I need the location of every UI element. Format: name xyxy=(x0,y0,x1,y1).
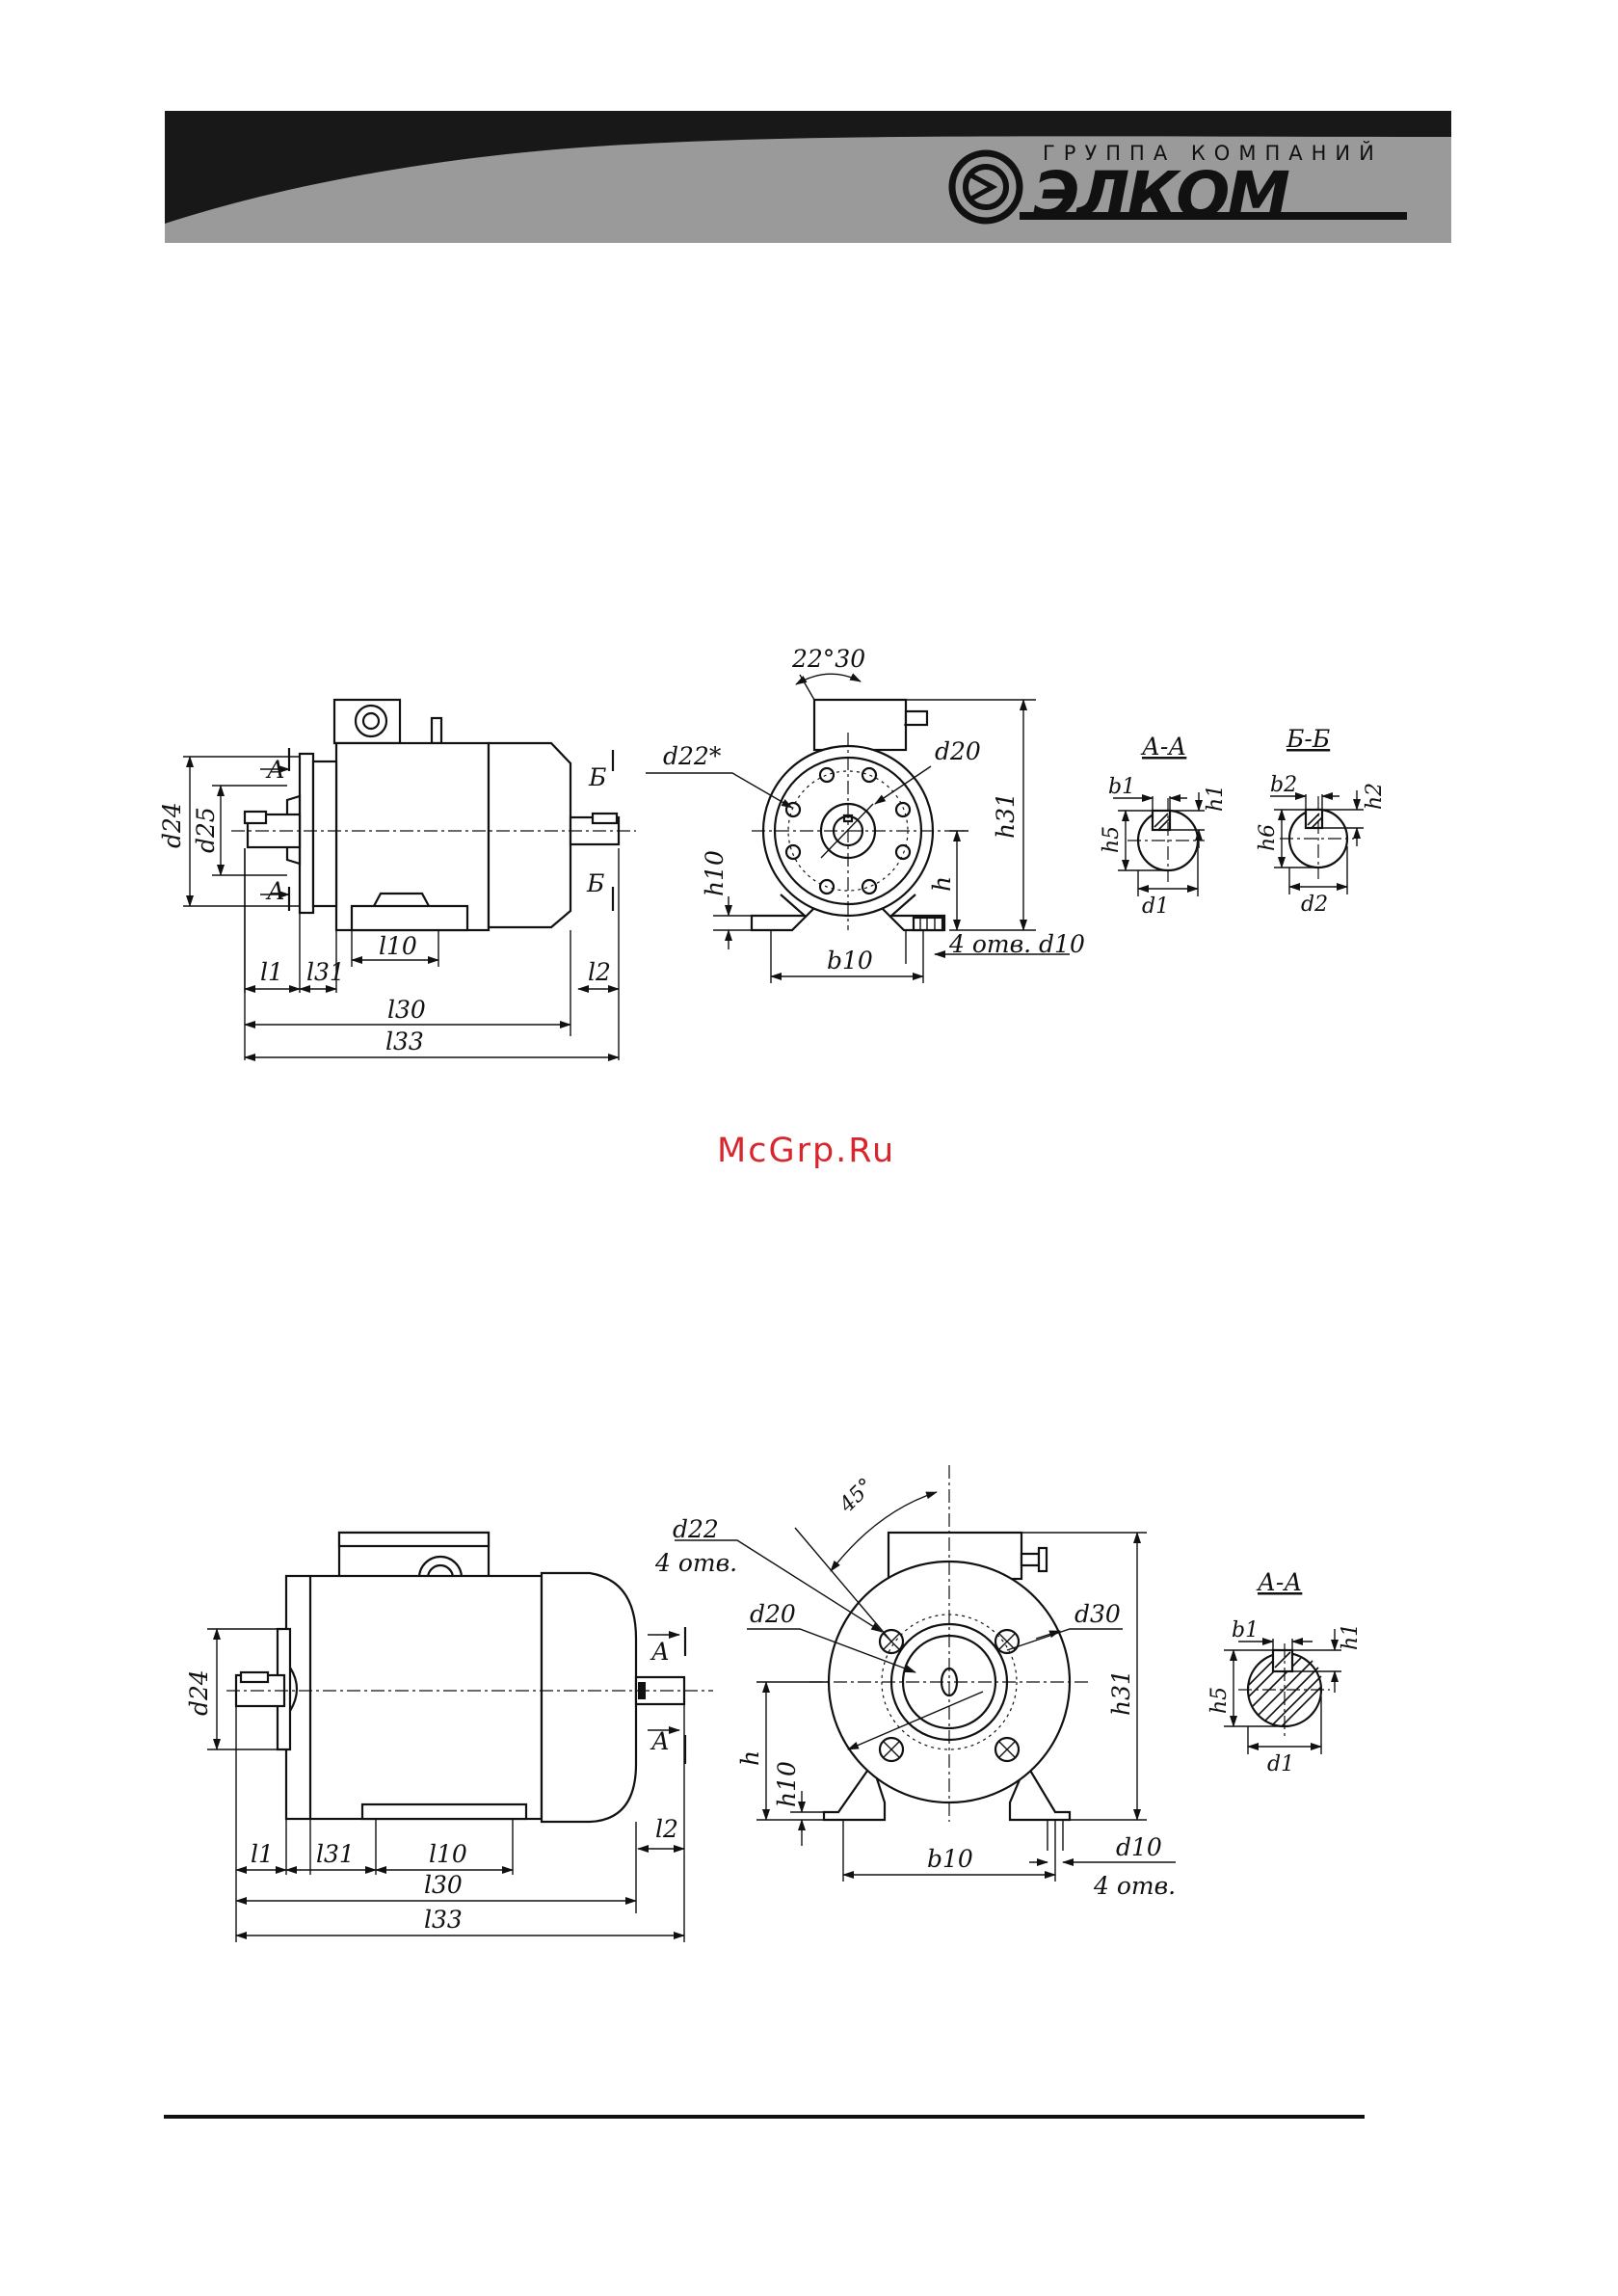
dim-h5-2: h5 xyxy=(1207,1687,1232,1714)
dim-l2: l2 xyxy=(588,958,611,986)
dim-angle: 22°30 xyxy=(791,645,865,673)
dim-l33-2: l33 xyxy=(424,1906,463,1934)
dim-b10: b10 xyxy=(827,947,873,974)
dim-h: h xyxy=(928,876,956,892)
dim-h1-2: h1 xyxy=(1339,1623,1363,1650)
drawing-2-front-view: 45° d22 4 отв. d20 d30 h31 h h10 b10 xyxy=(654,1465,1176,1900)
dim-d1-2: d1 xyxy=(1267,1752,1294,1776)
dim-b1-2: b1 xyxy=(1232,1618,1259,1642)
dim-h-2: h xyxy=(736,1750,764,1766)
section-mark-a-top: А xyxy=(265,756,285,784)
dim-l31: l31 xyxy=(306,958,345,986)
section-bb-title: Б-Б xyxy=(1286,725,1330,753)
section-aa-title: А-А xyxy=(1140,733,1186,761)
dim-h10: h10 xyxy=(701,850,729,896)
dim-l30: l30 xyxy=(387,996,426,1024)
dim-d30: d30 xyxy=(1074,1600,1121,1628)
dim-h31-2: h31 xyxy=(1107,1669,1135,1716)
dim-d10-2: d10 xyxy=(1116,1833,1162,1861)
drawing-2-side-view: А А d24 l1 l31 l10 l2 l30 l33 xyxy=(185,1533,713,1942)
dim-d1: d1 xyxy=(1142,894,1169,919)
dim-d22-holes: 4 отв. xyxy=(654,1549,737,1577)
dim-d24-2: d24 xyxy=(185,1669,213,1716)
dim-l10: l10 xyxy=(379,932,417,960)
dim-h6: h6 xyxy=(1256,824,1280,851)
dim-d20-2: d20 xyxy=(750,1600,796,1628)
dim-d10-holes: 4 отв. xyxy=(1093,1872,1176,1900)
dim-d22: d22* xyxy=(663,742,722,770)
dim-l33: l33 xyxy=(385,1028,424,1055)
dim-h10-2: h10 xyxy=(773,1761,801,1807)
dim-h31: h31 xyxy=(992,792,1020,839)
section-mark-a-bottom-2: А xyxy=(650,1727,670,1755)
drawing-1-side-view: А А Б Б d24 d25 l10 l1 l31 l2 l30 l33 xyxy=(158,700,636,1060)
section-mark-b-bottom: Б xyxy=(586,869,604,897)
dim-l1-2: l1 xyxy=(251,1840,274,1868)
company-brand-name: ЭЛКОМ xyxy=(1033,158,1289,232)
dim-d20: d20 xyxy=(935,737,981,765)
dim-l1: l1 xyxy=(260,958,283,986)
dim-l30-2: l30 xyxy=(424,1871,463,1899)
drawing-2-section-aa: А-А h5 d1 b1 h1 xyxy=(1207,1568,1363,1776)
dim-l2-2: l2 xyxy=(655,1815,678,1843)
section-mark-b-top: Б xyxy=(588,763,606,791)
dim-l31-2: l31 xyxy=(316,1840,355,1868)
dim-h2: h2 xyxy=(1363,783,1387,810)
dim-angle-2: 45° xyxy=(835,1474,879,1518)
watermark-text: McGrp.Ru xyxy=(717,1132,895,1170)
section-mark-a-top-2: А xyxy=(650,1638,670,1666)
section-mark-a-bottom: А xyxy=(265,877,285,905)
section-aa-title-2: А-А xyxy=(1256,1568,1302,1596)
drawing-1-section-aa: А-А h5 d1 b1 h1 xyxy=(1100,733,1228,919)
dim-d22-2: d22 xyxy=(673,1515,719,1543)
dim-b1: b1 xyxy=(1108,775,1135,799)
dim-b10-2: b10 xyxy=(927,1845,973,1873)
drawing-1-front-view: d20 d22* 22°30 h31 h h10 b10 4 отв. d10 xyxy=(646,645,1085,983)
dim-h1: h1 xyxy=(1204,785,1228,812)
dim-d2: d2 xyxy=(1301,893,1328,917)
dim-l10-2: l10 xyxy=(429,1840,467,1868)
dim-d25: d25 xyxy=(192,807,220,853)
dim-b2: b2 xyxy=(1270,773,1297,797)
dim-foot-holes: 4 отв. d10 xyxy=(948,930,1085,958)
dim-h5: h5 xyxy=(1100,826,1124,853)
header-banner: ГРУППА КОМПАНИЙ ЭЛКОМ xyxy=(165,111,1451,243)
dim-d24: d24 xyxy=(158,802,186,848)
drawing-1-section-bb: Б-Б h6 d2 b2 h2 xyxy=(1256,725,1387,917)
